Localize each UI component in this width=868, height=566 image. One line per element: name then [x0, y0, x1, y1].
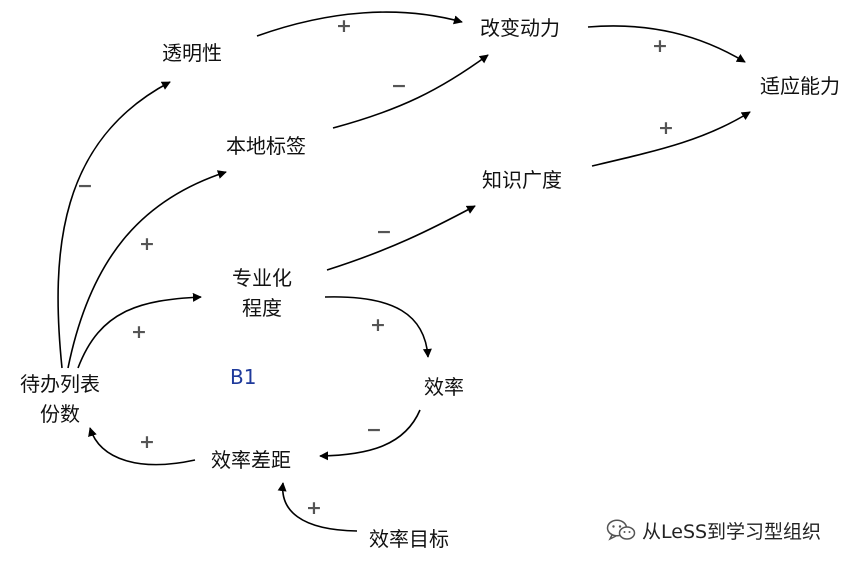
- node-change-drive: 改变动力: [480, 16, 560, 40]
- node-specialization-line2: 程度: [242, 296, 282, 320]
- node-efficiency: 效率: [424, 375, 464, 399]
- node-specialization-line1: 专业化: [232, 266, 292, 290]
- node-backlog-count: 待办列表 份数: [20, 369, 100, 429]
- node-efficiency-target: 效率目标: [369, 527, 449, 551]
- node-efficiency-gap: 效率差距: [211, 448, 291, 472]
- link-transparency-to-change-drive: [256, 11, 463, 37]
- link-backlog-to-local-tags: [67, 170, 227, 369]
- link-knowledge-breadth-to-adaptability: [591, 111, 751, 167]
- sign-backlog-to-transparency: −: [77, 175, 93, 197]
- link-change-drive-to-adaptability: [587, 25, 746, 63]
- link-specialization-to-efficiency: [324, 296, 432, 358]
- link-backlog-to-transparency: [57, 81, 171, 369]
- sign-specialization-to-efficiency: +: [370, 314, 386, 336]
- sign-efficiency-target-to-efficiency-gap: +: [306, 497, 322, 519]
- link-backlog-to-specialization: [77, 292, 202, 369]
- sign-specialization-to-knowledge-breadth: −: [376, 221, 392, 243]
- sign-knowledge-breadth-to-adaptability: +: [658, 117, 674, 139]
- link-efficiency-target-to-efficiency-gap: [277, 482, 358, 532]
- node-backlog-count-line1: 待办列表: [20, 372, 100, 396]
- node-local-tags: 本地标签: [226, 134, 306, 158]
- sign-backlog-to-specialization: +: [131, 321, 147, 343]
- sign-transparency-to-change-drive: +: [336, 15, 352, 37]
- node-specialization: 专业化 程度: [232, 263, 292, 323]
- sign-efficiency-gap-to-backlog: +: [139, 431, 155, 453]
- sign-local-tags-to-change-drive: −: [391, 75, 407, 97]
- node-adaptability: 适应能力: [760, 74, 840, 98]
- loop-label-b1: B1: [230, 365, 257, 389]
- link-specialization-to-knowledge-breadth: [326, 205, 476, 271]
- watermark: 从LeSS到学习型组织: [606, 515, 821, 545]
- sign-backlog-to-local-tags: +: [139, 233, 155, 255]
- watermark-text: 从LeSS到学习型组织: [642, 520, 822, 543]
- node-transparency: 透明性: [162, 41, 222, 65]
- node-backlog-count-line2: 份数: [40, 402, 80, 426]
- node-knowledge-breadth: 知识广度: [482, 168, 562, 192]
- link-efficiency-gap-to-backlog: [88, 427, 196, 466]
- link-local-tags-to-change-drive: [332, 54, 489, 129]
- wechat-icon: [606, 518, 636, 542]
- sign-change-drive-to-adaptability: +: [652, 35, 668, 57]
- sign-efficiency-to-efficiency-gap: −: [366, 419, 382, 441]
- link-efficiency-to-efficiency-gap: [319, 409, 421, 461]
